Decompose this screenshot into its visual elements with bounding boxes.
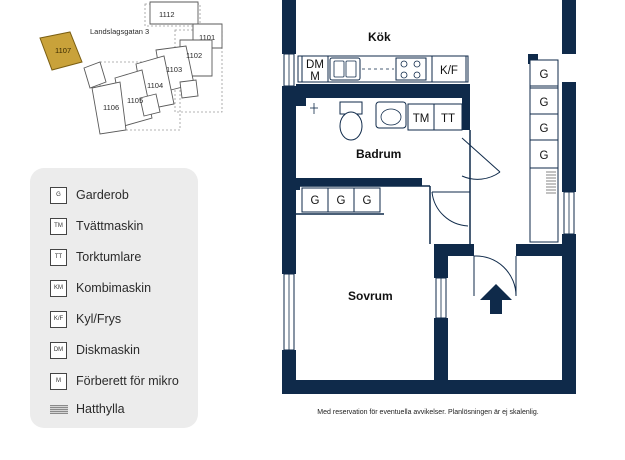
appliance-label-dm: DM <box>306 59 324 71</box>
site-unit-label: 1112 <box>159 10 175 19</box>
legend-panel: G Garderob TM Tvättmaskin TT Torktumlare… <box>30 168 198 428</box>
appliance-label-kf: K/F <box>440 65 458 77</box>
site-plan: 1112 1101 1102 1103 1104 1105 1106 1107 … <box>39 1 223 135</box>
site-unit-label: 1104 <box>147 81 163 90</box>
legend-item-kyl-frys: K/F Kyl/Frys <box>50 309 121 329</box>
legend-label: Hatthylla <box>76 402 125 416</box>
legend-symbol: M <box>50 372 67 390</box>
tumble-dryer-box <box>433 103 463 131</box>
site-unit-label: 1105 <box>127 96 143 105</box>
legend-item-tvattmaskin: TM Tvättmaskin <box>50 216 143 236</box>
legend-symbol: KM <box>50 279 67 297</box>
site-unit-label: 1107 <box>55 46 71 55</box>
wardrobe-label: G <box>363 195 372 207</box>
appliance-label-tt: TT <box>441 113 455 125</box>
wardrobe-label: G <box>337 195 346 207</box>
hatch-swatch-icon <box>50 404 68 414</box>
wardrobe-label: G <box>540 123 549 135</box>
wardrobe-label: G <box>311 195 320 207</box>
site-unit-label: 1101 <box>199 33 215 42</box>
dishwasher-box <box>301 55 329 83</box>
wardrobe-box <box>301 187 329 213</box>
wardrobe-box <box>529 113 559 141</box>
legend-item-garderob: G Garderob <box>50 185 129 205</box>
legend-item-torktumlare: TT Torktumlare <box>50 247 141 267</box>
legend-symbol: DM <box>50 341 67 359</box>
washing-machine-box <box>407 103 435 131</box>
site-unit-1107-highlight <box>39 31 83 71</box>
site-unit-label: 1103 <box>166 65 182 74</box>
legend-label: Förberett för mikro <box>76 374 179 388</box>
legend-label: Kombimaskin <box>76 281 152 295</box>
legend-label: Tvättmaskin <box>76 219 144 233</box>
legend-label: Garderob <box>76 188 129 202</box>
wardrobe-label: G <box>540 150 549 162</box>
entrance-arrow-icon <box>480 284 512 314</box>
site-unit-1106 <box>91 81 127 135</box>
legend-item-hatthylla: Hatthylla <box>50 399 125 419</box>
appliance-label-tm: TM <box>413 113 430 125</box>
wardrobe-box <box>529 59 559 87</box>
site-unit-label: 1102 <box>186 51 202 60</box>
wardrobe-box <box>327 187 355 213</box>
room-label-bedroom: Sovrum <box>348 289 393 303</box>
site-unit-label: 1106 <box>103 103 119 112</box>
legend-symbol: G <box>50 186 67 204</box>
street-label: Landslagsgatan 3 <box>90 27 149 36</box>
wardrobe-box <box>529 139 559 169</box>
room-label-bathroom: Badrum <box>356 147 401 161</box>
legend-label: Kyl/Frys <box>76 312 122 326</box>
appliance-label-m: M <box>310 71 320 83</box>
legend-symbol: K/F <box>50 310 67 328</box>
fridge-freezer-box <box>431 55 467 83</box>
legend-label: Torktumlare <box>76 250 142 264</box>
legend-label: Diskmaskin <box>76 343 140 357</box>
legend-symbol: TM <box>50 217 67 235</box>
legend-item-diskmaskin: DM Diskmaskin <box>50 340 140 360</box>
wardrobe-label: G <box>540 69 549 81</box>
wardrobe-box <box>529 87 559 115</box>
legend-item-mikro: M Förberett för mikro <box>50 371 179 391</box>
wardrobe-box <box>353 187 381 213</box>
disclaimer-text: Med reservation för eventuella avvikelse… <box>317 409 538 416</box>
legend-item-kombimaskin: KM Kombimaskin <box>50 278 151 298</box>
walls <box>282 0 576 394</box>
wardrobe-label: G <box>540 97 549 109</box>
legend-symbol: TT <box>50 248 67 266</box>
room-label-kitchen: Kök <box>368 30 391 44</box>
